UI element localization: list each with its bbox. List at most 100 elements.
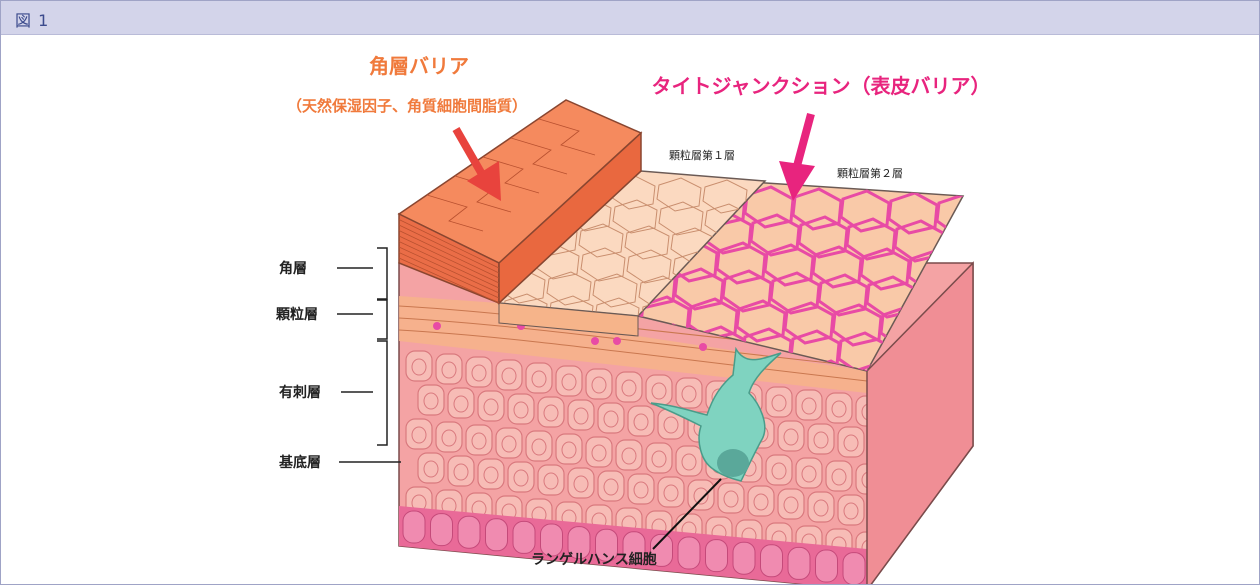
cell-nucleus — [441, 361, 457, 379]
cell-nucleus — [411, 358, 427, 376]
spinous-cell — [747, 485, 775, 517]
tight-junction-title: タイトジャンクション（表皮バリア） — [652, 74, 991, 98]
cell-nucleus — [753, 493, 769, 511]
spinous-cell — [837, 426, 865, 458]
cell-nucleus — [813, 431, 829, 449]
spinous-cell — [537, 464, 565, 496]
spinous-cell — [777, 488, 805, 520]
basal-cell — [457, 515, 481, 549]
basal-cell — [485, 518, 508, 552]
tight-junction-cell — [803, 359, 855, 371]
basal-cell — [567, 526, 591, 560]
cell-nucleus — [621, 447, 637, 465]
spinous-cell — [645, 442, 673, 474]
cell-nucleus — [471, 364, 487, 382]
side-face — [866, 261, 974, 584]
granular-line — [398, 329, 868, 382]
spinous-cell — [585, 436, 613, 468]
corneum-layer-line — [398, 235, 500, 284]
spinous-cell — [585, 368, 613, 400]
figure-label: 図 1 — [15, 11, 50, 30]
spinous-cell — [417, 452, 445, 484]
cell-nucleus — [693, 487, 709, 505]
corneum-cell-line — [510, 137, 568, 175]
spinous-cell — [495, 359, 523, 391]
spinous-cell — [597, 402, 625, 434]
granular-cell — [656, 177, 702, 212]
callout-arrows — [452, 112, 815, 201]
cell-nucleus — [453, 395, 469, 413]
layer-labels: 角層 顆粒層 有刺層 基底層 — [276, 247, 401, 471]
basal-cell — [842, 552, 866, 584]
granular-band — [399, 263, 973, 393]
cell-nucleus — [651, 450, 667, 468]
spinous-cell — [555, 365, 583, 397]
spinous-cell — [447, 455, 475, 487]
spinous-cell — [675, 377, 703, 409]
basal-cell — [705, 539, 728, 573]
cell-nucleus — [573, 407, 589, 425]
layer-basal-label: 基底層 — [279, 454, 321, 471]
junction-dot — [433, 322, 441, 330]
corneum-cell-line — [538, 118, 596, 156]
cell-nucleus — [771, 394, 787, 412]
cell-nucleus — [771, 462, 787, 480]
granular-cell — [592, 273, 638, 308]
spinous-cell — [825, 460, 853, 492]
skin-layer-diagram: 角層バリア （天然保湿因子、角質細胞間脂質） タイトジャンクション（表皮バリア）… — [276, 54, 991, 584]
langerhans-cell — [650, 346, 782, 550]
stratum-corneum-block — [397, 99, 643, 305]
spinous-cell — [447, 387, 475, 419]
spinous-cell — [417, 384, 445, 416]
spinous-cell — [507, 461, 535, 493]
cell-nucleus — [483, 398, 499, 416]
cell-nucleus — [801, 397, 817, 415]
cell-nucleus — [543, 472, 559, 490]
spinous-cell — [807, 491, 835, 523]
cell-nucleus — [483, 466, 499, 484]
cell-nucleus — [621, 379, 637, 397]
spinous-cell — [495, 427, 523, 459]
basal-cell — [677, 536, 701, 570]
junction-dot — [613, 337, 621, 345]
cell-nucleus — [633, 481, 649, 499]
spinous-cell — [807, 423, 835, 455]
granular-cell — [578, 223, 624, 258]
cell-nucleus — [843, 502, 859, 520]
basal-cells — [402, 510, 866, 584]
spinous-cell — [597, 470, 625, 502]
cell-nucleus — [591, 444, 607, 462]
cell-nucleus — [573, 475, 589, 493]
spinous-cell — [465, 424, 493, 456]
corneum-layer-line — [398, 230, 500, 279]
spinous-cell — [657, 476, 685, 508]
tight-junction-cell — [935, 193, 963, 237]
granular-line — [398, 317, 868, 368]
corneum-layer-line — [398, 241, 500, 289]
cell-nucleus — [501, 435, 517, 453]
granular-cell — [612, 199, 658, 234]
spinous-cell — [825, 392, 853, 424]
spinous-cell — [477, 390, 505, 422]
cell-nucleus — [843, 434, 859, 452]
cell-nucleus — [411, 426, 427, 444]
granular-cell — [548, 295, 594, 316]
spinous-cell — [615, 371, 643, 403]
basal-cell — [787, 546, 811, 580]
layer-spinous-label: 有刺層 — [279, 384, 321, 401]
cell-nucleus — [531, 370, 547, 388]
cell-nucleus — [681, 453, 697, 471]
basal-cell — [650, 533, 673, 567]
corneum-cell-line — [426, 194, 484, 232]
layer-granular-label: 顆粒層 — [276, 306, 318, 323]
langerhans-label: ランゲルハンス細胞 — [531, 551, 657, 568]
basal-cell — [402, 510, 426, 544]
cell-nucleus — [603, 410, 619, 428]
corneum-cell-line — [482, 156, 540, 194]
cell-nucleus — [561, 441, 577, 459]
granular-cell — [546, 271, 592, 306]
cell-nucleus — [663, 416, 679, 434]
basal-cell — [512, 520, 536, 554]
spinous-cell — [675, 445, 703, 477]
corneum-layer-line — [398, 257, 500, 304]
